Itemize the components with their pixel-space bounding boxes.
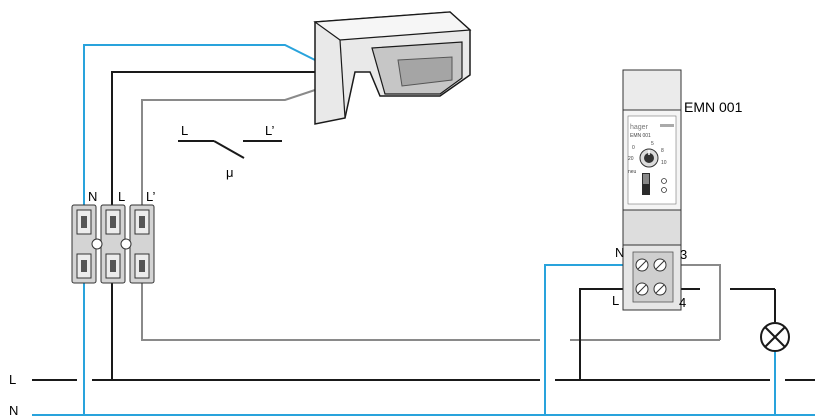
sensor-switched-wire	[141, 89, 316, 205]
module-terminal-n: N	[615, 245, 625, 260]
dial-number-20: 20	[628, 156, 634, 162]
terminal-label-n: N	[88, 189, 98, 204]
switch-symbol-label: μ	[226, 165, 234, 180]
module-name: EMN 001	[684, 99, 743, 115]
dial-number-8: 8	[661, 148, 664, 154]
terminal-label-l-prime: L’	[146, 189, 156, 204]
motion-sensor-icon	[313, 11, 472, 125]
module-terminal-4: 4	[679, 295, 687, 310]
switch-icon	[178, 140, 282, 159]
switch-right-label: L’	[265, 123, 275, 138]
module-brand: hager	[630, 124, 648, 131]
emn-module-icon	[622, 69, 682, 311]
module-neutral-wire	[544, 264, 642, 415]
terminal-label-l: L	[118, 189, 126, 204]
neutral-bus-label: N	[9, 403, 19, 418]
dial-mode-label: neu	[628, 169, 637, 175]
terminal-block-icon	[71, 204, 155, 284]
dial-number-10: 10	[661, 160, 667, 166]
terminal-3-wire	[678, 264, 721, 340]
dial-number-5: 5	[651, 141, 654, 147]
switch-left-label: L	[181, 123, 189, 138]
line-bus-label: L	[9, 372, 17, 387]
module-line-wire	[579, 288, 642, 380]
module-model-small: EMN 001	[630, 133, 651, 139]
module-terminal-3: 3	[680, 247, 688, 262]
lamp-icon	[760, 322, 790, 352]
switched-return-wire	[141, 280, 540, 341]
dial-number-0: 0	[632, 145, 635, 151]
module-terminal-l: L	[612, 293, 620, 308]
